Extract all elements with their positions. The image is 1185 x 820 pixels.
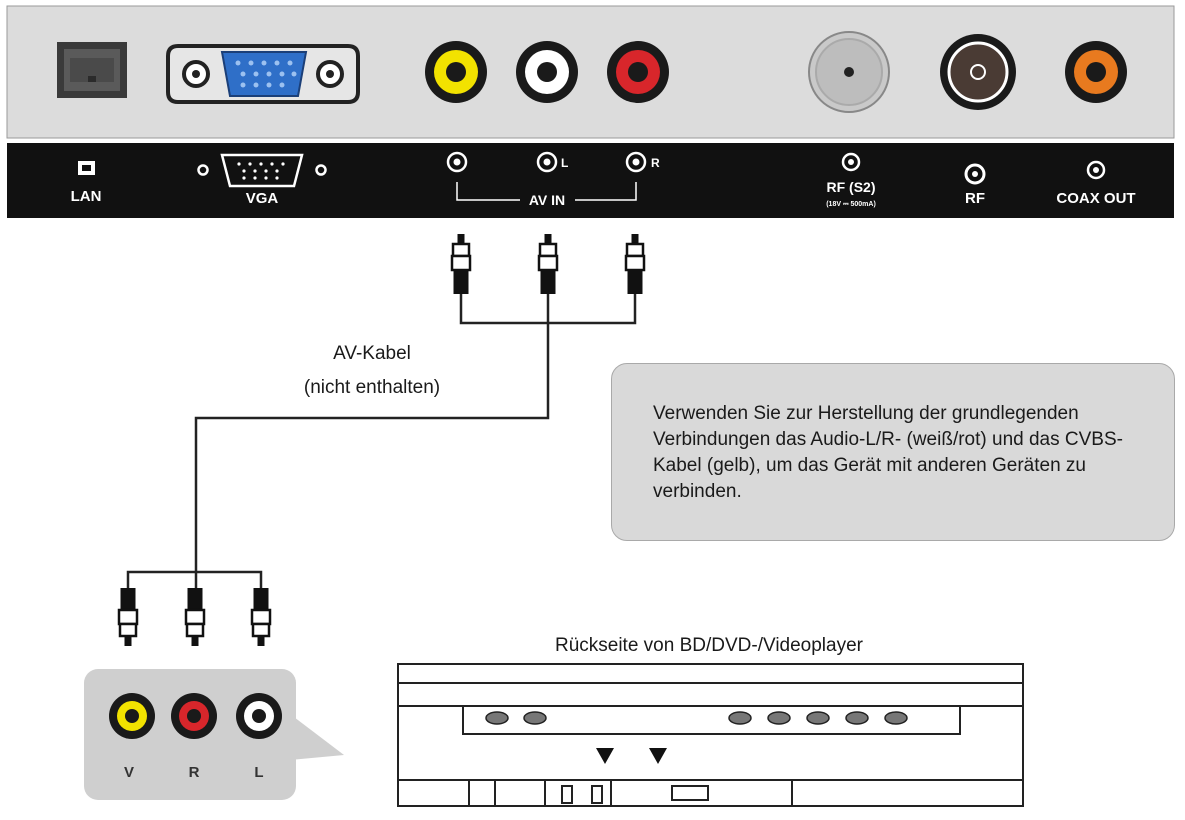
player-jack-label-r: R	[189, 764, 200, 781]
player-connector-ovals	[485, 711, 908, 725]
arrow-down-icon	[649, 748, 667, 764]
coax-out-jack-icon	[1065, 41, 1127, 103]
tv-label-strip: LAN VGA L R AV I	[7, 143, 1174, 218]
rca-plug-icon	[184, 586, 206, 648]
rf-s2-icon	[841, 152, 861, 172]
rf-icon	[964, 163, 986, 185]
rf-s2-label: RF (S2)	[827, 179, 876, 195]
tv-back-panel	[6, 5, 1175, 139]
cable-label-line2: (nicht enthalten)	[304, 377, 440, 398]
lan-label: LAN	[71, 188, 102, 205]
av-in-right-jack-icon	[607, 41, 669, 103]
rca-plug-icon	[624, 232, 646, 296]
av-in-left-jack-icon	[516, 41, 578, 103]
av-in-r-label: R	[651, 156, 660, 170]
av-in-video-jack-icon	[425, 41, 487, 103]
rca-plug-icon	[117, 586, 139, 648]
rf-port-icon	[940, 34, 1016, 110]
arrow-down-icon	[596, 748, 614, 764]
coax-out-label: COAX OUT	[1056, 190, 1135, 207]
info-note-text: Verwenden Sie zur Herstellung der grundl…	[653, 403, 1123, 502]
av-cable	[126, 294, 637, 588]
rf-s2-port-icon	[808, 31, 890, 113]
player-back-outline	[397, 663, 1024, 807]
cable-label-line1: AV-Kabel	[333, 343, 411, 364]
player-audio-right-jack-icon	[171, 693, 217, 739]
info-note: Verwenden Sie zur Herstellung der grundl…	[611, 363, 1175, 541]
player-jack-label-l: L	[254, 764, 263, 781]
av-in-l-label: L	[561, 156, 568, 170]
vga-port-icon	[166, 44, 360, 104]
av-in-bracket	[456, 182, 637, 201]
vga-icon	[197, 153, 327, 188]
top-plug-set	[450, 232, 646, 296]
rf-label: RF	[965, 190, 985, 207]
player-video-jack-icon	[109, 693, 155, 739]
player-jack-callout: V R L	[84, 669, 344, 800]
bottom-plug-set	[117, 586, 272, 648]
lan-port-icon	[57, 42, 127, 98]
coax-out-icon	[1086, 160, 1106, 180]
player-jack-label-v: V	[124, 764, 134, 781]
rca-plug-icon	[450, 232, 472, 296]
rca-plug-icon	[250, 586, 272, 648]
player-audio-left-jack-icon	[236, 693, 282, 739]
player-title: Rückseite von BD/DVD-/Videoplayer	[555, 635, 864, 656]
rf-s2-sublabel: (18V ⎓ 500mA)	[826, 201, 876, 208]
rca-plug-icon	[537, 232, 559, 296]
vga-label: VGA	[246, 190, 279, 207]
av-in-label: AV IN	[529, 192, 565, 208]
av-in-jack-icons	[446, 151, 647, 173]
